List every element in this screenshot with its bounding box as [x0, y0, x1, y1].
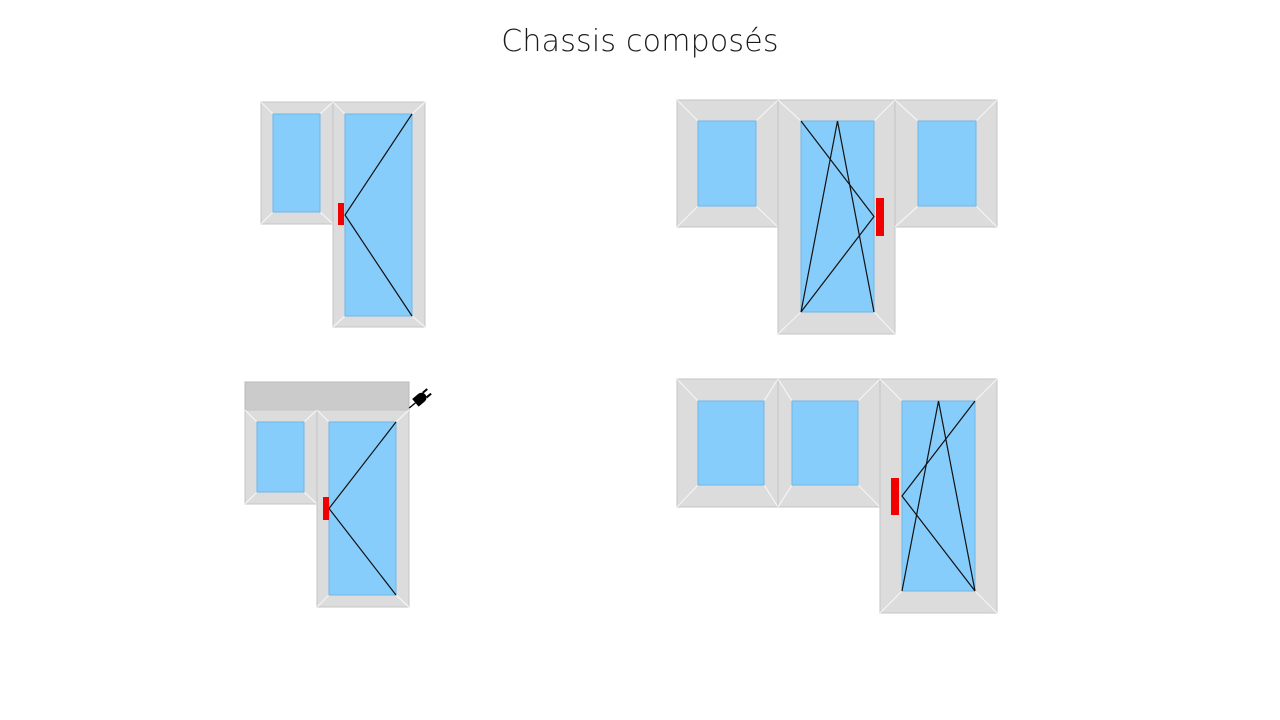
- fixed-pane-left: [244, 409, 318, 505]
- assembly-with-roller-shutter: [244, 381, 432, 608]
- plug-cable: [408, 402, 416, 409]
- frame-bevel: [873, 311, 896, 335]
- frame-bevel: [316, 594, 330, 608]
- frame-bevel: [395, 594, 410, 608]
- frame-bevel: [260, 211, 274, 225]
- frame-bevel: [975, 205, 998, 228]
- frame-bevel: [332, 315, 346, 328]
- assembly-fixed-left-door-right: [260, 101, 426, 328]
- plug-body: [412, 392, 427, 407]
- plug-prong: [425, 392, 432, 399]
- frame-bevel: [975, 99, 998, 122]
- frame-bevel: [894, 205, 919, 228]
- frame-bevel: [777, 378, 793, 402]
- handle: [323, 497, 329, 520]
- motor-plug-icon: [408, 388, 432, 409]
- glass-pane: [697, 400, 765, 486]
- assembly-two-fixed-door-right: [676, 378, 998, 614]
- fixed-pane-middle: [777, 378, 881, 508]
- handle: [891, 478, 899, 515]
- frame-bevel: [676, 378, 699, 402]
- glass-pane: [697, 120, 757, 207]
- fixed-pane-left: [676, 99, 779, 228]
- frame-bevel: [676, 484, 699, 508]
- page-title: Chassis composés: [501, 24, 779, 59]
- roller-shutter-box: [244, 381, 410, 411]
- frame-bevel: [411, 315, 426, 328]
- door-opening-left-hinged: [316, 409, 410, 608]
- frame-bevel: [974, 378, 998, 402]
- frame-bevel: [763, 484, 779, 508]
- door-opening-left-hinged: [332, 101, 426, 328]
- frame-bevel: [319, 101, 334, 115]
- frame-bevel: [857, 378, 881, 402]
- frame-bevel: [332, 101, 346, 115]
- glass-pane: [791, 400, 859, 486]
- fixed-pane-right: [894, 99, 998, 228]
- frame-bevel: [303, 491, 318, 505]
- tilt-symbol: [800, 120, 875, 313]
- door-tilt-turn: [777, 99, 896, 335]
- frame-bevel: [755, 205, 779, 228]
- frame-bevel: [395, 409, 410, 423]
- handle: [876, 198, 884, 236]
- frame-bevel: [411, 101, 426, 115]
- frame-bevel: [244, 409, 258, 423]
- fixed-pane-left: [260, 101, 334, 225]
- fixed-pane-left: [676, 378, 779, 508]
- handle: [338, 203, 344, 225]
- frame-bevel: [316, 409, 330, 423]
- glass-pane: [344, 113, 413, 317]
- frame-bevel: [319, 211, 334, 225]
- frame-bevel: [894, 99, 919, 122]
- frame-bevel: [879, 590, 903, 614]
- frame-bevel: [857, 484, 881, 508]
- frame-bevel: [244, 491, 258, 505]
- glass-pane: [800, 120, 875, 313]
- plug-prong: [422, 388, 428, 394]
- frame-bevel: [260, 101, 274, 115]
- opening-symbol: [344, 113, 413, 317]
- frame-bevel: [777, 99, 802, 122]
- frame-bevel: [974, 590, 998, 614]
- opening-symbol: [800, 120, 875, 313]
- door-tilt-turn: [879, 378, 998, 614]
- tilt-symbol: [901, 400, 976, 592]
- frame-bevel: [755, 99, 779, 122]
- frame-bevel: [763, 378, 779, 402]
- glass-pane: [328, 421, 397, 596]
- frame-bevel: [676, 99, 699, 122]
- frame-bevel: [303, 409, 318, 423]
- frame-bevel: [777, 484, 793, 508]
- glass-pane: [901, 400, 976, 592]
- frame-bevel: [777, 311, 802, 335]
- opening-symbol: [901, 400, 976, 592]
- glass-pane: [917, 120, 977, 207]
- frame-bevel: [873, 99, 896, 122]
- glass-pane: [272, 113, 321, 213]
- frame-bevel: [879, 378, 903, 402]
- glass-pane: [256, 421, 305, 493]
- frame-bevel: [676, 205, 699, 228]
- assembly-fixed-door-fixed: [676, 99, 998, 335]
